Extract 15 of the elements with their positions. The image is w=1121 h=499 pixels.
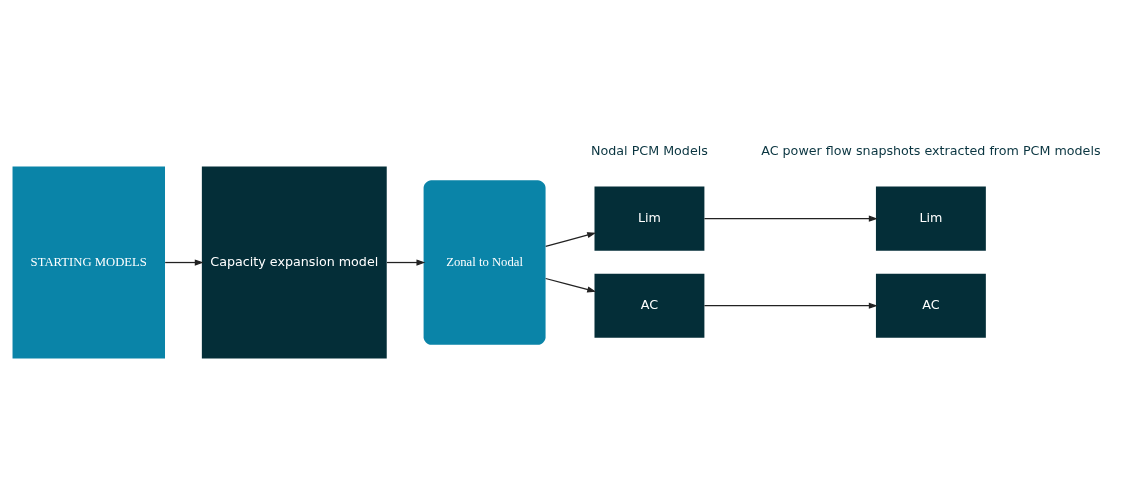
- arrow: [703, 302, 878, 309]
- arrow: [545, 232, 597, 247]
- arrow: [164, 259, 204, 266]
- node-box: STARTING MODELS: [12, 166, 165, 359]
- arrow: [386, 259, 426, 266]
- label: AC power flow snapshots extracted from PCM models: [761, 143, 1101, 159]
- node-box: AC: [594, 273, 705, 338]
- node-box: AC: [875, 273, 986, 338]
- node-box: Lim: [594, 186, 705, 251]
- node-box: Lim: [875, 186, 986, 251]
- arrow: [703, 215, 878, 222]
- label: Nodal PCM Models: [591, 143, 708, 159]
- node-box: Zonal to Nodal: [423, 180, 546, 345]
- arrow: [545, 277, 597, 293]
- node-box: Capacity expansion model: [201, 166, 387, 359]
